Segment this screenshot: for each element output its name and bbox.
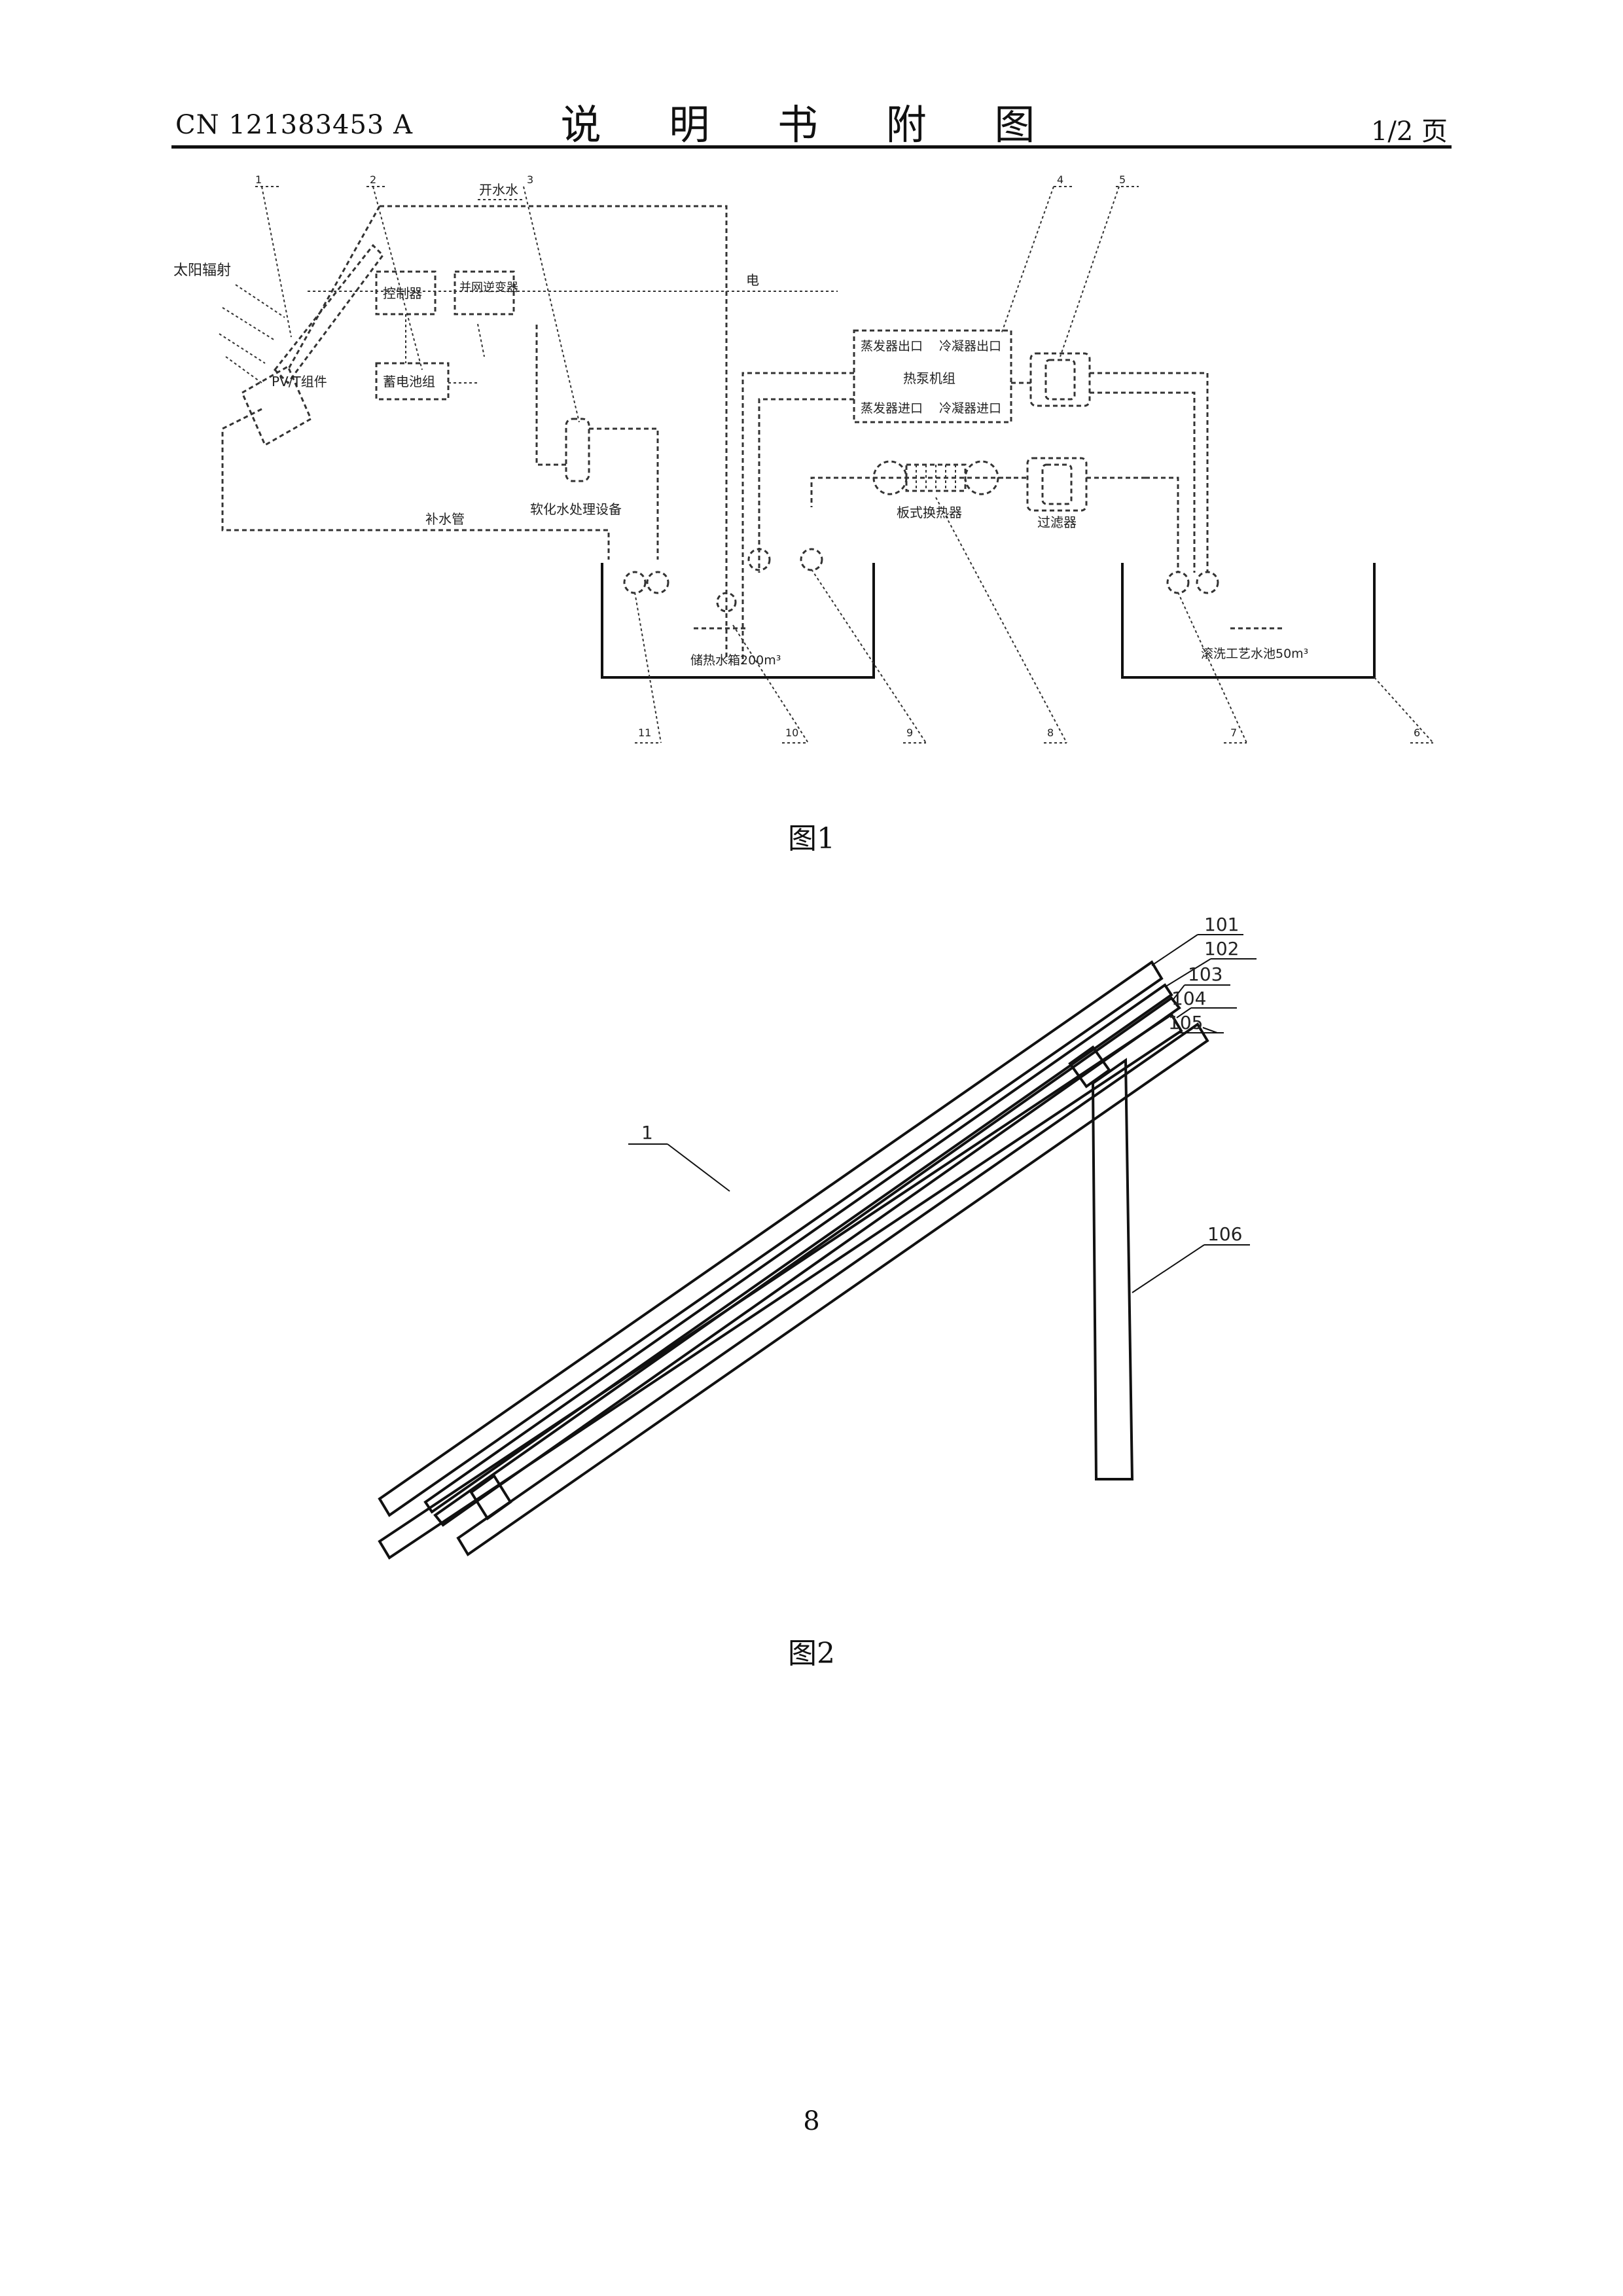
evap-in-label: 蒸发器进口 <box>861 401 923 416</box>
module-layers <box>380 962 1207 1558</box>
pvt-label: PV/T组件 <box>272 374 327 389</box>
ref-9: 9 <box>906 726 913 739</box>
plate-hx-label: 板式换热器 <box>897 505 962 520</box>
ref-106: 106 <box>1207 1223 1242 1245</box>
layer-103 <box>435 998 1179 1525</box>
ref-7: 7 <box>1230 726 1237 739</box>
page-fraction: 1/2 页 <box>1371 110 1448 148</box>
filter-label: 过滤器 <box>1037 514 1077 530</box>
figure-1-schematic: 太阳辐射 PV/T组件 电 控制器 并网逆变器 蓄电池组 开水水 软化水处理设备… <box>157 167 1466 756</box>
battery-label: 蓄电池组 <box>383 374 435 389</box>
tap-water-label: 开水水 <box>479 182 518 198</box>
cond-in-label: 冷凝器进口 <box>939 401 1001 416</box>
ref-102: 102 <box>1204 938 1239 960</box>
filter-bottom <box>1027 458 1086 511</box>
sunlight-label: 太阳辐射 <box>173 262 231 279</box>
softener-unit <box>566 419 589 481</box>
figure-1-caption: 图1 <box>0 815 1623 857</box>
support-post-106 <box>1093 1060 1132 1479</box>
valves <box>624 549 1218 611</box>
ref-105: 105 <box>1168 1012 1203 1033</box>
header-rule <box>171 145 1452 149</box>
figure-2-module: 101 102 103 104 105 106 1 <box>353 910 1335 1577</box>
inverter-label: 并网逆变器 <box>459 281 518 295</box>
softener-label: 软化水处理设备 <box>530 501 622 517</box>
sunlight-rays <box>219 285 285 383</box>
ref-4: 4 <box>1057 173 1063 186</box>
evap-out-label: 蒸发器出口 <box>861 339 923 353</box>
page-number: 8 <box>0 2106 1623 2136</box>
pool-right-label: 滚洗工艺水池50m³ <box>1201 647 1308 661</box>
ref-8: 8 <box>1047 726 1054 739</box>
electric-label: 电 <box>746 272 759 288</box>
layer-101 <box>380 962 1162 1515</box>
heat-pump-label: 热泵机组 <box>903 370 955 386</box>
layer-104 <box>380 1014 1181 1558</box>
ref-2: 2 <box>370 173 376 186</box>
filter-top <box>1031 353 1090 406</box>
cond-out-label: 冷凝器出口 <box>939 339 1001 353</box>
layer-102 <box>425 985 1171 1512</box>
ref-101: 101 <box>1204 914 1239 935</box>
ref-6: 6 <box>1414 726 1420 739</box>
ref-103: 103 <box>1188 963 1222 985</box>
ref-1-fig2: 1 <box>641 1122 653 1143</box>
makeup-label: 补水管 <box>425 511 465 527</box>
ref-10: 10 <box>785 726 798 739</box>
ref-104: 104 <box>1171 988 1206 1009</box>
figure-2-caption: 图2 <box>0 1630 1623 1672</box>
ref-5: 5 <box>1119 173 1126 186</box>
ref-11: 11 <box>638 726 651 739</box>
pool-left-label: 储热水箱200m³ <box>690 653 781 668</box>
ref-3: 3 <box>527 173 533 186</box>
ref-1: 1 <box>255 173 262 186</box>
